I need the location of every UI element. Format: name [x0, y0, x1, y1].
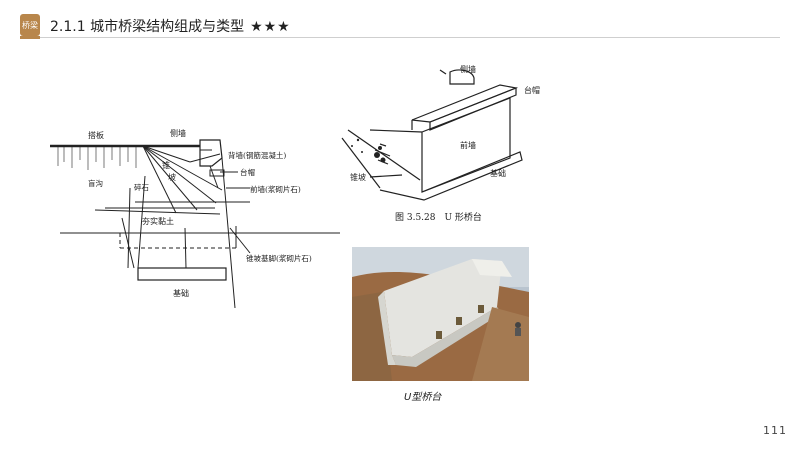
- label-u-taimao: 台帽: [524, 85, 540, 95]
- page-number: 111: [763, 424, 787, 437]
- photo-caption: U型桥台: [404, 392, 442, 403]
- page-title: 2.1.1 城市桥梁结构组成与类型 ★★★: [50, 16, 291, 36]
- label-qianqiang: 前墙(浆砌片石): [250, 184, 301, 194]
- label-u-qianqiang: 前墙: [460, 140, 476, 150]
- label-taimao: 台帽: [240, 167, 255, 177]
- importance-stars: ★★★: [250, 19, 291, 35]
- header-divider-accent: [20, 36, 40, 39]
- header-divider: [20, 37, 780, 38]
- title-text: 2.1.1 城市桥梁结构组成与类型: [50, 19, 245, 35]
- label-cewall: 侧墙: [170, 128, 186, 138]
- abutment-section-diagram: 搭板 侧墙 锥 坡 背墙(钢筋混凝土) 台帽 盲沟 碎石 前墙(浆砌片石) 夯实…: [50, 128, 340, 308]
- label-u-jichu: 基础: [490, 168, 506, 178]
- section-badge: 桥梁: [20, 14, 40, 36]
- label-mangou: 盲沟: [88, 178, 103, 188]
- label-zhuipo-jijiao: 锥坡基脚(浆砌片石): [246, 253, 312, 263]
- label-zhui: 锥: [162, 160, 170, 170]
- label-hangtu: 夯实黏土: [142, 216, 174, 226]
- label-tabhan: 搭板: [88, 130, 104, 140]
- label-po: 坡: [168, 172, 176, 182]
- label-jichu: 基础: [173, 288, 189, 298]
- label-suishi: 碎石: [134, 182, 149, 192]
- label-u-cewall: 侧墙: [460, 64, 476, 74]
- label-beiqiang: 背墙(钢筋混凝土): [228, 150, 286, 160]
- u-abutment-photo: [352, 247, 529, 381]
- figure-caption: 图 3.5.28 U 形桥台: [395, 213, 482, 223]
- u-abutment-drawing: 侧墙 台帽 前墙 锥坡 基础: [341, 64, 540, 201]
- label-u-zhuipo: 锥坡: [350, 172, 366, 182]
